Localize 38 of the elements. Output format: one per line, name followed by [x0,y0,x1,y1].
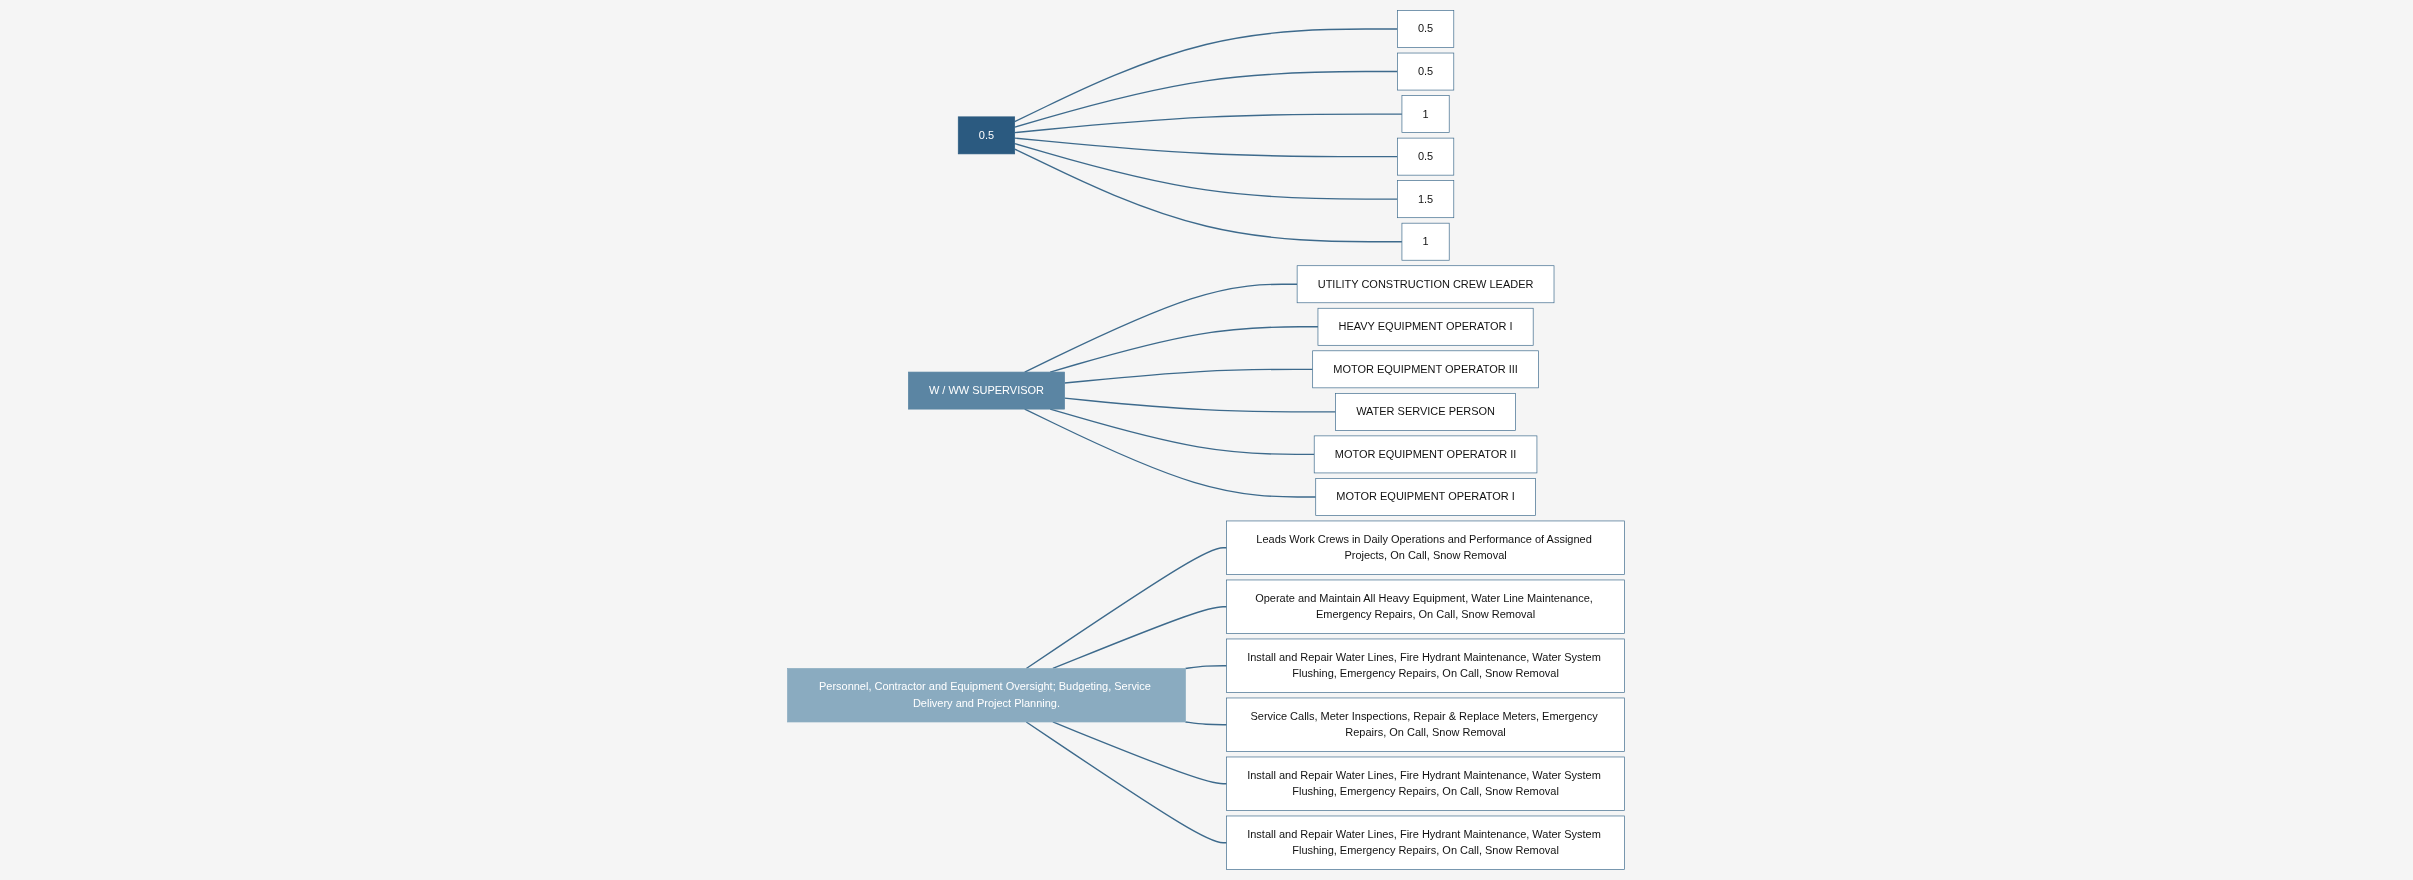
node-box: Operate and Maintain All Heavy Equipment, Water Line Maintenance, Emergency Repairs, On Call, Snow Removal [1226,579,1626,634]
node-box: 1.5 [1397,180,1455,219]
connector [1185,721,1228,726]
connector [1024,408,1317,498]
node-box: 0.5 [958,116,1016,155]
node-box: MOTOR EQUIPMENT OPERATOR I [1315,478,1537,516]
connector [1014,28,1399,123]
node-box: HEAVY EQUIPMENT OPERATOR I [1318,307,1534,346]
node-box: MOTOR EQUIPMENT OPERATOR III [1312,350,1540,389]
node-box: Personnel, Contractor and Equipment Oversight; Budgeting, Service Delivery and Project Planning. [787,668,1187,723]
node-box: 0.5 [1397,137,1455,176]
connector [1052,606,1228,670]
node-box: MOTOR EQUIPMENT OPERATOR II [1314,435,1538,474]
node-box: 0.5 [1397,52,1455,91]
connector [1014,142,1399,200]
node-box: 1 [1402,95,1451,133]
node-box: Install and Repair Water Lines, Fire Hydrant Maintenance, Water System Flushing, Emergency Repairs, On Call, Snow Removal [1226,815,1626,870]
connector [1014,70,1399,128]
node-box: Install and Repair Water Lines, Fire Hydrant Maintenance, Water System Flushing, Emergency Repairs, On Call, Snow Removal [1226,756,1626,811]
connector [1014,148,1404,243]
connector [1026,547,1228,670]
node-box: Service Calls, Meter Inspections, Repair & Replace Meters, Emergency Repairs, On Call, Snow Removal [1226,697,1626,752]
node-box: W / WW SUPERVISOR [908,371,1066,410]
connector [1064,397,1337,413]
node-box: 1 [1402,222,1451,261]
connector [1026,721,1228,844]
connector [1014,113,1404,134]
connector [1185,665,1228,670]
node-box: Install and Repair Water Lines, Fire Hydrant Maintenance, Water System Flushing, Emergency Repairs, On Call, Snow Removal [1226,638,1626,693]
connector [1014,137,1399,158]
node-box: UTILITY CONSTRUCTION CREW LEADER [1297,265,1555,304]
connector [1050,326,1320,373]
connector [1024,283,1299,373]
connector [1052,721,1228,785]
node-box: WATER SERVICE PERSON [1335,393,1517,431]
node-box: 0.5 [1397,10,1455,48]
connector [1064,368,1314,384]
node-box: Leads Work Crews in Daily Operations and Performance of Assigned Projects, On Call, Snow Removal [1226,520,1626,575]
